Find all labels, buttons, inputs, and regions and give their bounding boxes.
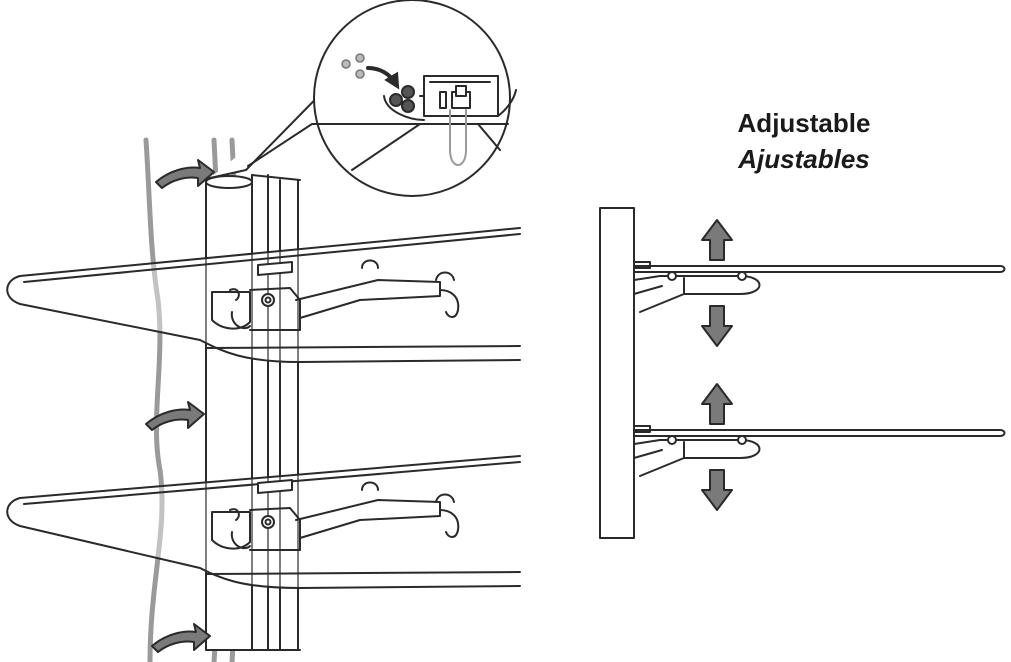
insert-arrow-bottom-icon <box>151 623 211 653</box>
callout-leader <box>209 67 347 179</box>
bracket-upper <box>211 259 460 331</box>
callout-arrow-icon <box>366 66 400 90</box>
insert-arrows <box>145 159 215 653</box>
callout-loose-balls <box>341 53 365 79</box>
adjust-up-arrow-upper-icon <box>701 219 733 261</box>
adjust-arrows <box>701 219 733 511</box>
rail-back <box>251 174 299 651</box>
callout-circle <box>313 0 511 197</box>
bracket-lower <box>211 479 460 551</box>
rail-top <box>251 174 301 181</box>
cable-left <box>143 137 165 662</box>
label-french: Ajustables <box>737 144 870 174</box>
side-profile-view <box>599 207 1006 539</box>
wall-plate <box>599 207 635 539</box>
label-english: Adjustable <box>738 108 871 138</box>
insert-arrow-top-icon <box>155 159 215 189</box>
bracket-upper-screw <box>261 293 275 307</box>
bracket-lower-screw <box>261 515 275 529</box>
profile-shelf-lower <box>633 425 1006 477</box>
callout-balls <box>389 85 415 113</box>
left-assembly-view <box>6 0 521 662</box>
insert-arrow-middle-icon <box>145 401 205 431</box>
magnified-detail-callout <box>209 0 517 197</box>
adjust-up-arrow-lower-icon <box>701 383 733 425</box>
adjust-down-arrow-lower-icon <box>701 469 733 511</box>
shelf-upper-edge <box>23 233 521 349</box>
profile-shelf-upper <box>633 261 1006 313</box>
adjust-down-arrow-upper-icon <box>701 305 733 347</box>
